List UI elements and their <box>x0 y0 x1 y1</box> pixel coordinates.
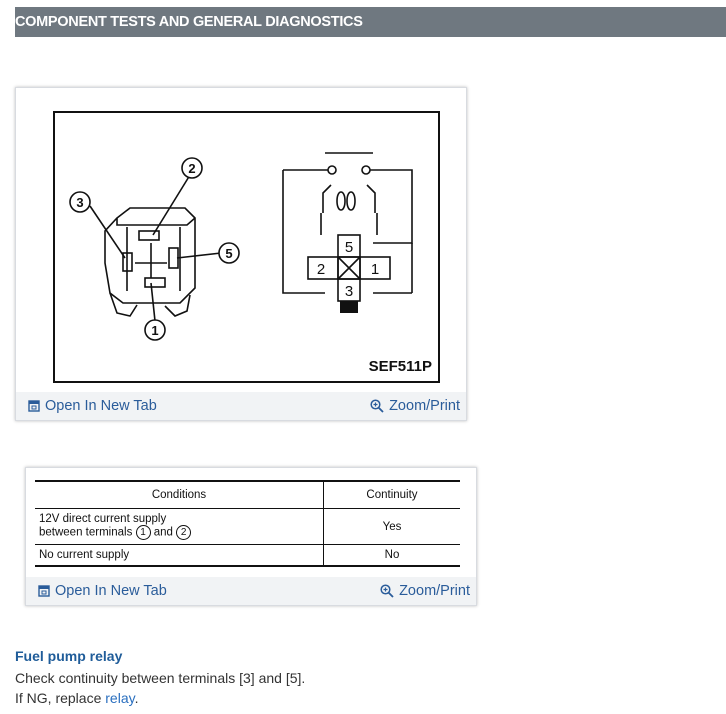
open-in-new-tab-link[interactable]: Open In New Tab <box>38 577 167 605</box>
schematic-terminal-5: 5 <box>345 239 353 256</box>
condition-line2: between terminals 1 and 2 <box>39 525 319 540</box>
callout-3 <box>69 191 91 213</box>
open-in-new-tab-link[interactable]: Open In New Tab <box>28 392 157 420</box>
callout-2-text: 2 <box>188 161 195 176</box>
instruction-line-2-prefix: If NG, replace <box>15 690 106 706</box>
zoom-icon <box>370 399 384 413</box>
continuity-header: Continuity <box>323 480 460 509</box>
condition-line2-prefix: between terminals <box>39 526 133 539</box>
zoom-print-link[interactable]: Zoom/Print <box>370 392 460 420</box>
conditions-header: Conditions <box>35 480 324 509</box>
terminal-2-circle: 2 <box>176 525 192 540</box>
relay-link[interactable]: relay <box>105 690 135 706</box>
new-tab-icon <box>38 585 50 597</box>
zoom-print-link[interactable]: Zoom/Print <box>380 577 470 605</box>
instruction-line-1: Check continuity between terminals [3] a… <box>15 670 306 686</box>
continuity-table-figure: Conditions Continuity 12V direct current… <box>25 467 477 606</box>
terminal-1-circle: 1 <box>135 525 151 540</box>
figure-code: SEF511P <box>368 358 432 375</box>
instruction-line-2: If NG, replace relay. <box>15 690 138 706</box>
schematic-terminal-2: 2 <box>317 261 325 278</box>
condition-cell: 12V direct current supply between termin… <box>35 508 324 545</box>
new-tab-icon <box>28 400 40 412</box>
callout-3-text: 3 <box>76 195 83 210</box>
figure-footer: Open In New Tab Zoom/Print <box>26 577 476 605</box>
relay-figure: 2 3 5 1 <box>15 87 467 421</box>
header-bar <box>15 7 726 37</box>
zoom-print-label: Zoom/Print <box>389 398 460 414</box>
continuity-cell: Yes <box>323 508 460 545</box>
callout-2 <box>181 157 203 179</box>
and-word: and <box>153 526 173 539</box>
schematic-terminal-3: 3 <box>345 283 353 300</box>
continuity-table: Conditions Continuity 12V direct current… <box>35 480 460 567</box>
zoom-print-label: Zoom/Print <box>399 583 470 599</box>
instruction-line-2-suffix: . <box>134 690 139 706</box>
continuity-cell: No <box>323 544 460 567</box>
callout-1-text: 1 <box>151 323 158 338</box>
zoom-icon <box>380 584 394 598</box>
figure-footer: Open In New Tab Zoom/Print <box>16 392 466 420</box>
open-in-new-tab-label: Open In New Tab <box>55 583 167 599</box>
condition-cell: No current supply <box>35 544 324 567</box>
open-in-new-tab-label: Open In New Tab <box>45 398 157 414</box>
page-title: COMPONENT TESTS AND GENERAL DIAGNOSTICS <box>15 14 363 30</box>
table-row: No current supply No <box>35 544 460 567</box>
schematic-terminal-1: 1 <box>371 261 379 278</box>
table-row: 12V direct current supply between termin… <box>35 508 460 545</box>
relay-illustration: 2 3 5 1 <box>69 152 413 341</box>
condition-line1: 12V direct current supply <box>39 513 167 525</box>
callout-5 <box>218 242 240 264</box>
relay-diagram: 2 3 5 1 <box>53 111 440 383</box>
section-title: Fuel pump relay <box>15 648 123 664</box>
callout-1 <box>144 319 166 341</box>
callout-5-text: 5 <box>225 246 232 261</box>
